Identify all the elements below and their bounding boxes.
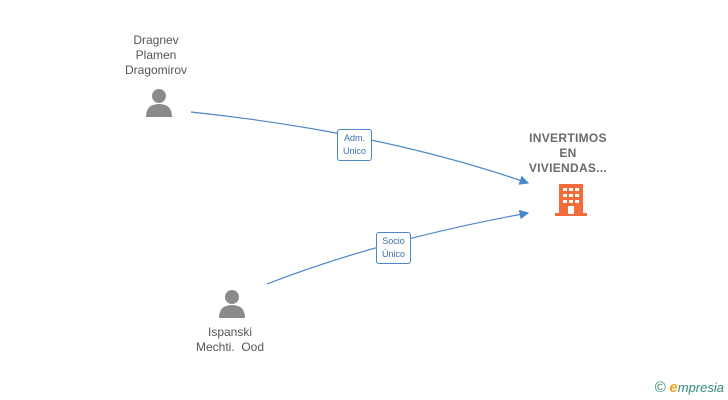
- edge-label-socio-unico[interactable]: Socio Único: [376, 232, 412, 264]
- brand-initial: e: [669, 379, 678, 396]
- building-icon[interactable]: [555, 182, 587, 216]
- brand-name: mpresia: [677, 380, 724, 395]
- brand-logo: © empresia: [655, 379, 724, 396]
- person2-name[interactable]: Ispanski Mechti. Ood: [195, 325, 265, 354]
- person-icon[interactable]: [145, 88, 173, 118]
- company-name[interactable]: INVERTIMOS EN VIVIENDAS...: [528, 131, 608, 175]
- copyright-icon: ©: [654, 379, 666, 396]
- edge-label-adm-unico[interactable]: Adm. Unico: [337, 129, 373, 161]
- person1-name[interactable]: Dragnev Plamen Dragomirov: [124, 33, 187, 77]
- person-icon[interactable]: [218, 289, 246, 319]
